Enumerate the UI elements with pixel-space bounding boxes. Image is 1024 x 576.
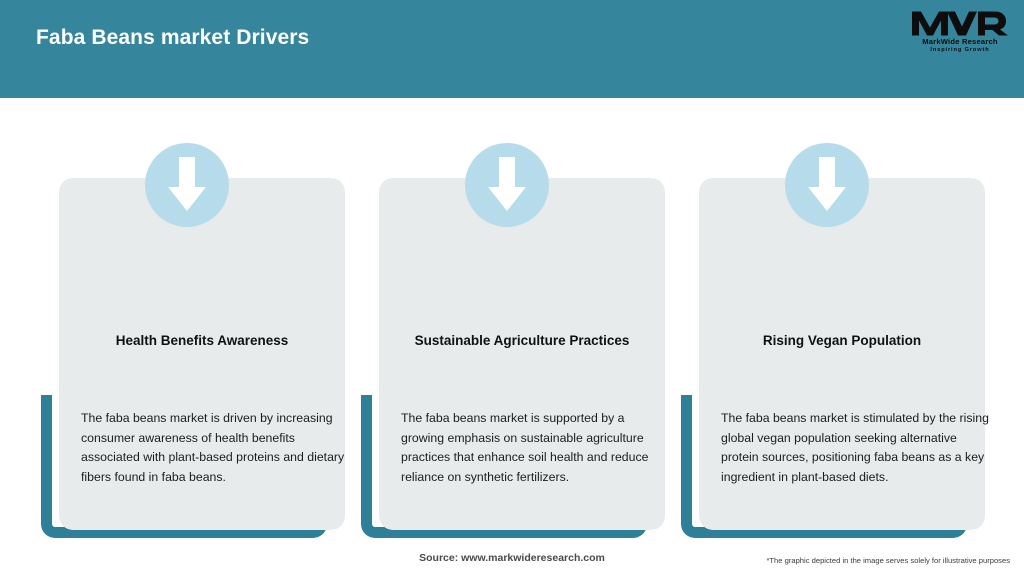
driver-card-2: Sustainable Agriculture Practices The fa… xyxy=(361,98,665,538)
card-surface: Rising Vegan Population The faba beans m… xyxy=(699,178,989,530)
card-body-text: The faba beans market is driven by incre… xyxy=(81,411,345,484)
logo-tagline: Inspiring Growth xyxy=(930,47,990,53)
card-surface: Health Benefits Awareness The faba beans… xyxy=(59,178,345,530)
card-surface: Sustainable Agriculture Practices The fa… xyxy=(379,178,665,530)
driver-card-3: Rising Vegan Population The faba beans m… xyxy=(681,98,989,538)
brand-logo: MarkWide Research Inspiring Growth xyxy=(910,8,1010,62)
page-title: Faba Beans market Drivers xyxy=(36,26,310,49)
arrow-down-icon xyxy=(465,143,549,227)
card-body-text: The faba beans market is stimulated by t… xyxy=(721,411,989,484)
disclaimer-note: *The graphic depicted in the image serve… xyxy=(766,556,1010,565)
driver-card-1: Health Benefits Awareness The faba beans… xyxy=(41,98,345,538)
page-header: Faba Beans market Drivers MarkWide Resea… xyxy=(0,0,1024,98)
drivers-card-row: Health Benefits Awareness The faba beans… xyxy=(0,98,1024,538)
card-body-text: The faba beans market is supported by a … xyxy=(401,411,649,484)
mwr-logo-icon xyxy=(910,8,1010,38)
source-label: Source: www.markwideresearch.com xyxy=(419,552,605,564)
logo-company-name: MarkWide Research xyxy=(922,37,998,46)
card-title: Health Benefits Awareness xyxy=(115,333,289,348)
card-title: Rising Vegan Population xyxy=(762,333,922,348)
card-title: Sustainable Agriculture Practices xyxy=(414,333,630,348)
arrow-down-icon xyxy=(785,143,869,227)
arrow-down-icon xyxy=(145,143,229,227)
